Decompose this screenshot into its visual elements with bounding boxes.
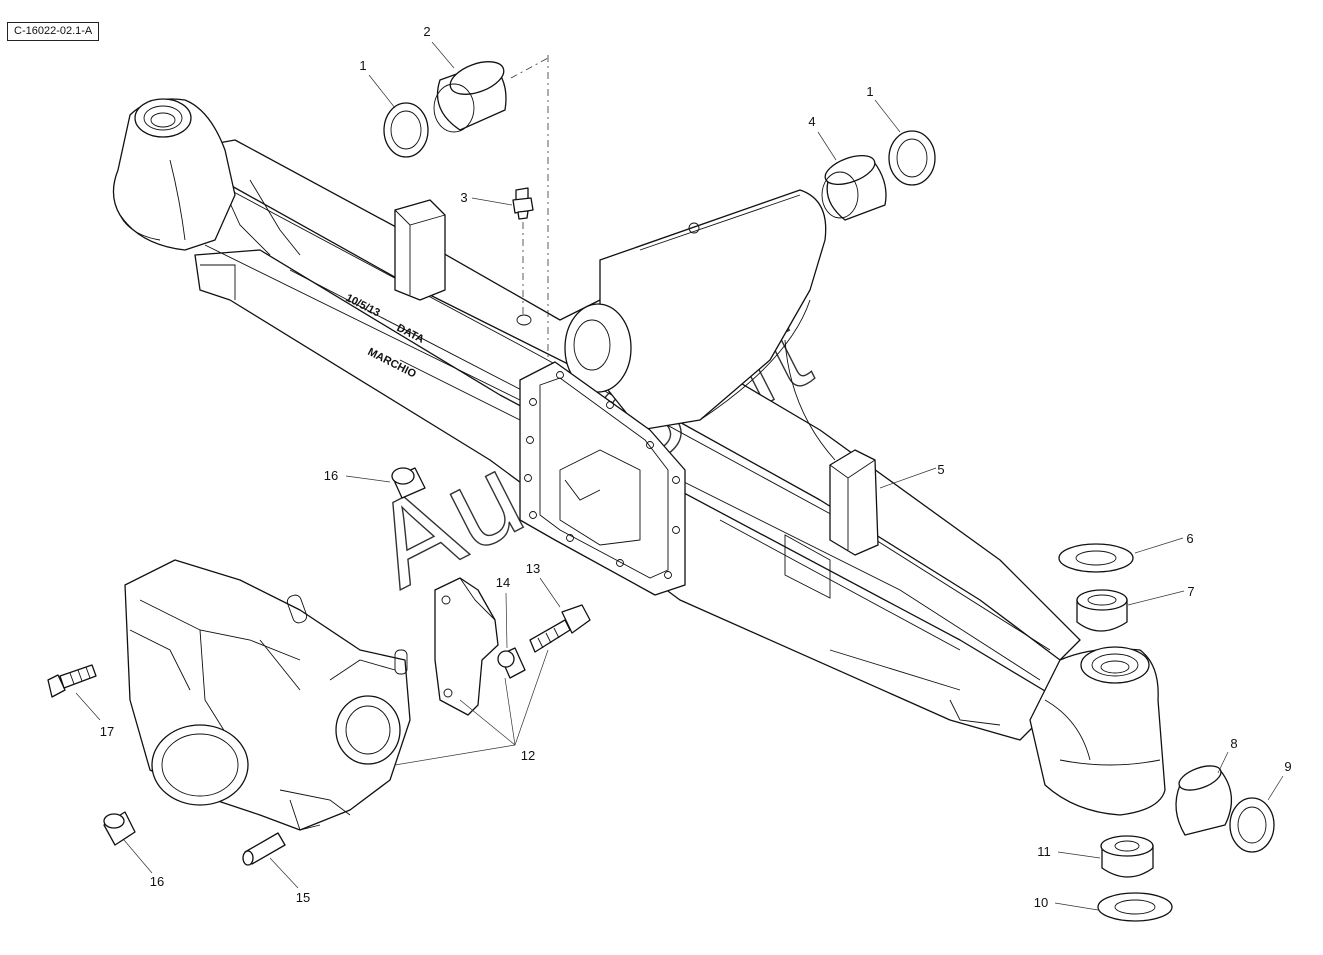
pin-part-15 [242,832,286,866]
washer-part-6 [1058,543,1134,573]
callout-c16a: 16 [324,468,338,483]
thrust-ring-part-9 [1229,797,1275,853]
callout-c1a: 1 [359,58,366,73]
grease-nipple-part-3 [512,187,534,220]
spacer-part-11 [1100,835,1154,878]
axle-beam-part-5 [112,98,1166,816]
callout-c1b: 1 [866,84,873,99]
callout-c9: 9 [1284,759,1291,774]
callout-c13: 13 [526,561,540,576]
bushing-part-8 [1175,765,1232,836]
callout-c10: 10 [1034,895,1048,910]
figure-reference-label: C-16022-02.1-A [7,22,100,41]
sleeve-part-14 [497,647,526,679]
flange-bolt-holes [524,371,680,579]
bushing-part-4 [821,154,887,221]
callout-c2: 2 [423,24,430,39]
spacer-part-7 [1076,589,1128,632]
plug-part-16-lower [103,811,136,846]
assembly-axis-line-upper [510,57,549,79]
callout-c3: 3 [460,190,467,205]
callout-c15: 15 [296,890,310,905]
washer-part-10 [1097,892,1173,922]
thrust-ring-part-1-right [888,130,936,186]
bolt-part-13 [529,604,591,653]
bolt-part-17 [47,664,97,698]
callout-c16b: 16 [150,874,164,889]
thrust-ring-part-1-left [383,102,429,158]
callout-c11: 11 [1037,844,1051,859]
callout-c8: 8 [1230,736,1237,751]
callout-c12: 12 [521,748,535,763]
plug-part-16-upper [391,467,426,499]
callout-c5: 5 [937,462,944,477]
callout-c14: 14 [496,575,510,590]
callout-c17: 17 [100,724,114,739]
callout-c4: 4 [808,114,815,129]
bushing-part-2 [433,61,507,133]
clamp-cap-part [434,577,499,716]
callout-c6: 6 [1186,531,1193,546]
callout-c7: 7 [1187,584,1194,599]
carrier-housing-part-12 [124,559,411,831]
leader-lines [75,41,1284,911]
